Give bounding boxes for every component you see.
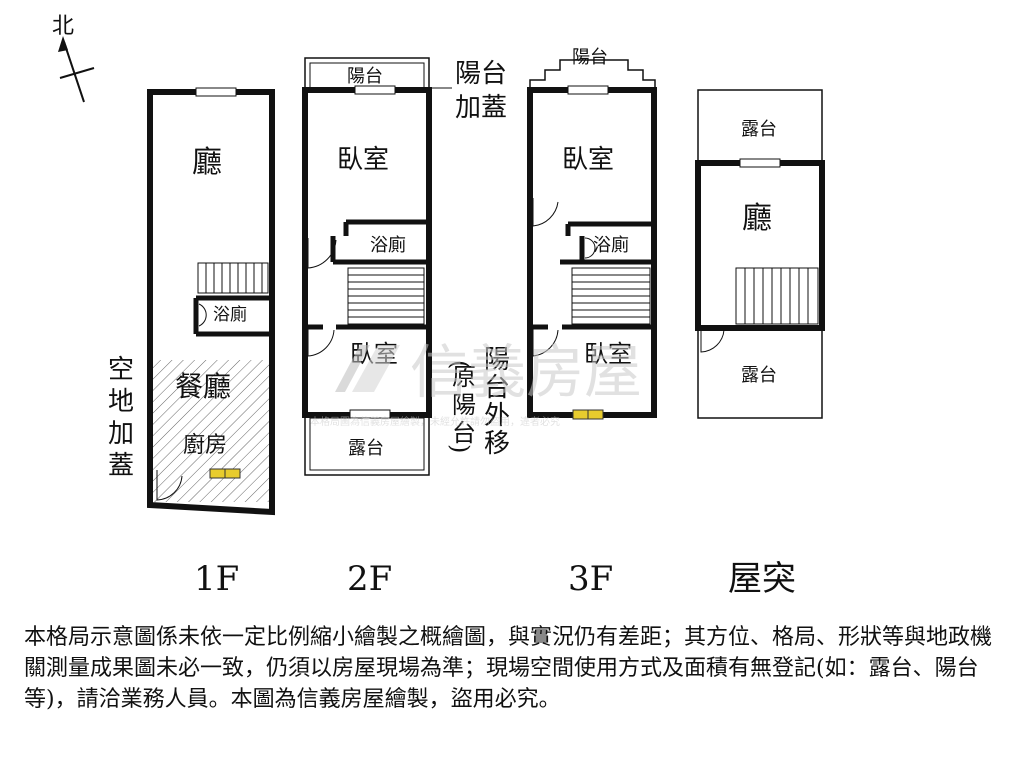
room-label: 本格局圖為信義房屋繪製，未經允許請勿盜用，違者必究 [310, 415, 560, 428]
stairs-icon [197, 262, 269, 294]
window-icon [195, 87, 237, 97]
floor-3f: 陽台 臥室 浴廁 臥室 3F [527, 47, 657, 599]
door-swing-icon [532, 198, 559, 227]
stairs-icon [347, 267, 425, 325]
window-icon [567, 85, 609, 95]
roof-room-wall [695, 160, 825, 331]
room-label: 露台 [741, 119, 777, 140]
room-label: 臥室 [337, 145, 389, 175]
room-label: 陽 [452, 391, 476, 419]
floor-1f: 廳 浴廁 餐廳 廚房 1F [147, 87, 275, 599]
door-swing-icon [700, 328, 725, 353]
floor-label-1f: 1F [194, 559, 239, 599]
disclaimer-text: 本格局示意圖係未依一定比例縮小繪製之概繪圖，與實況仍有差距；其方位、格局、形狀等… [24, 625, 993, 712]
window-icon [354, 85, 396, 95]
stairs-icon [735, 267, 819, 325]
room-label: 陽台 [347, 66, 383, 87]
compass-label: 北 [52, 14, 74, 39]
door-swing-icon [307, 238, 337, 269]
room-label: 餐廳 [175, 370, 231, 403]
room-label: 外 [484, 401, 510, 431]
door-swing-icon [584, 237, 596, 259]
room-label: 浴廁 [593, 234, 629, 256]
floor-label-2f: 2F [347, 559, 392, 599]
room-label: 臥室 [584, 340, 632, 368]
room-label: 地 [108, 387, 134, 417]
room-label: ) [446, 444, 474, 453]
window-icon [739, 158, 781, 168]
brand-logo-icon [335, 345, 370, 392]
room-label: 信義房屋 [410, 338, 642, 406]
north-compass: 北 [52, 14, 95, 103]
room-label: 露台 [348, 438, 384, 459]
room-label: 蓋 [108, 451, 134, 481]
floor-plan: 北 廳 浴廁 餐廳 廚房 1F [52, 14, 825, 599]
room-label: 加 [108, 419, 134, 449]
arrow-head-icon [58, 36, 68, 52]
floor-label-3f: 3F [568, 559, 613, 599]
room-label: 廚房 [183, 433, 227, 458]
door-swing-icon [198, 303, 207, 327]
balcony-outline [529, 59, 656, 91]
room-label: 移 [484, 429, 510, 459]
stairs-icon [571, 267, 651, 325]
window-icon [349, 409, 391, 419]
floor-label-roof: 屋突 [728, 559, 796, 599]
room-label: 陽台 [455, 59, 507, 89]
annotation-balcony-addition: 陽台 加蓋 [429, 59, 507, 123]
room-label: 原 [452, 363, 476, 391]
room-label: 台 [484, 373, 510, 403]
annotation-empty-lot-addition: 空 地 加 蓋 [108, 355, 134, 481]
door-swing-icon [156, 470, 183, 501]
room-label: 陽 [484, 345, 510, 375]
room-label: 陽台 [572, 47, 608, 68]
annotation-balcony-moved: 陽 台 外 移 [484, 345, 510, 459]
floor-roof: 露台 廳 露台 屋突 [695, 89, 825, 599]
door-swing-icon [532, 328, 559, 357]
room-label: 浴廁 [213, 304, 247, 325]
annotation-original-balcony: ( 原 陽 台 ) [446, 360, 476, 453]
room-label: 廳 [742, 201, 772, 236]
room-label: 浴廁 [370, 234, 406, 256]
floor-2f: 陽台 臥室 浴廁 臥室 露台 2F [302, 57, 432, 599]
room-label: 加蓋 [455, 93, 507, 123]
brand-watermark: 信義房屋 本格局圖為信義房屋繪製，未經允許請勿盜用，違者必究 [310, 338, 642, 428]
door-swing-icon [307, 328, 335, 357]
north-arrow-icon [63, 41, 85, 103]
room-label: 空 [108, 355, 134, 385]
room-label: 臥室 [562, 145, 614, 175]
room-label: ( [446, 360, 474, 369]
room-label: 台 [452, 419, 476, 447]
room-label: 廳 [192, 145, 222, 180]
room-label: 露台 [741, 365, 777, 386]
